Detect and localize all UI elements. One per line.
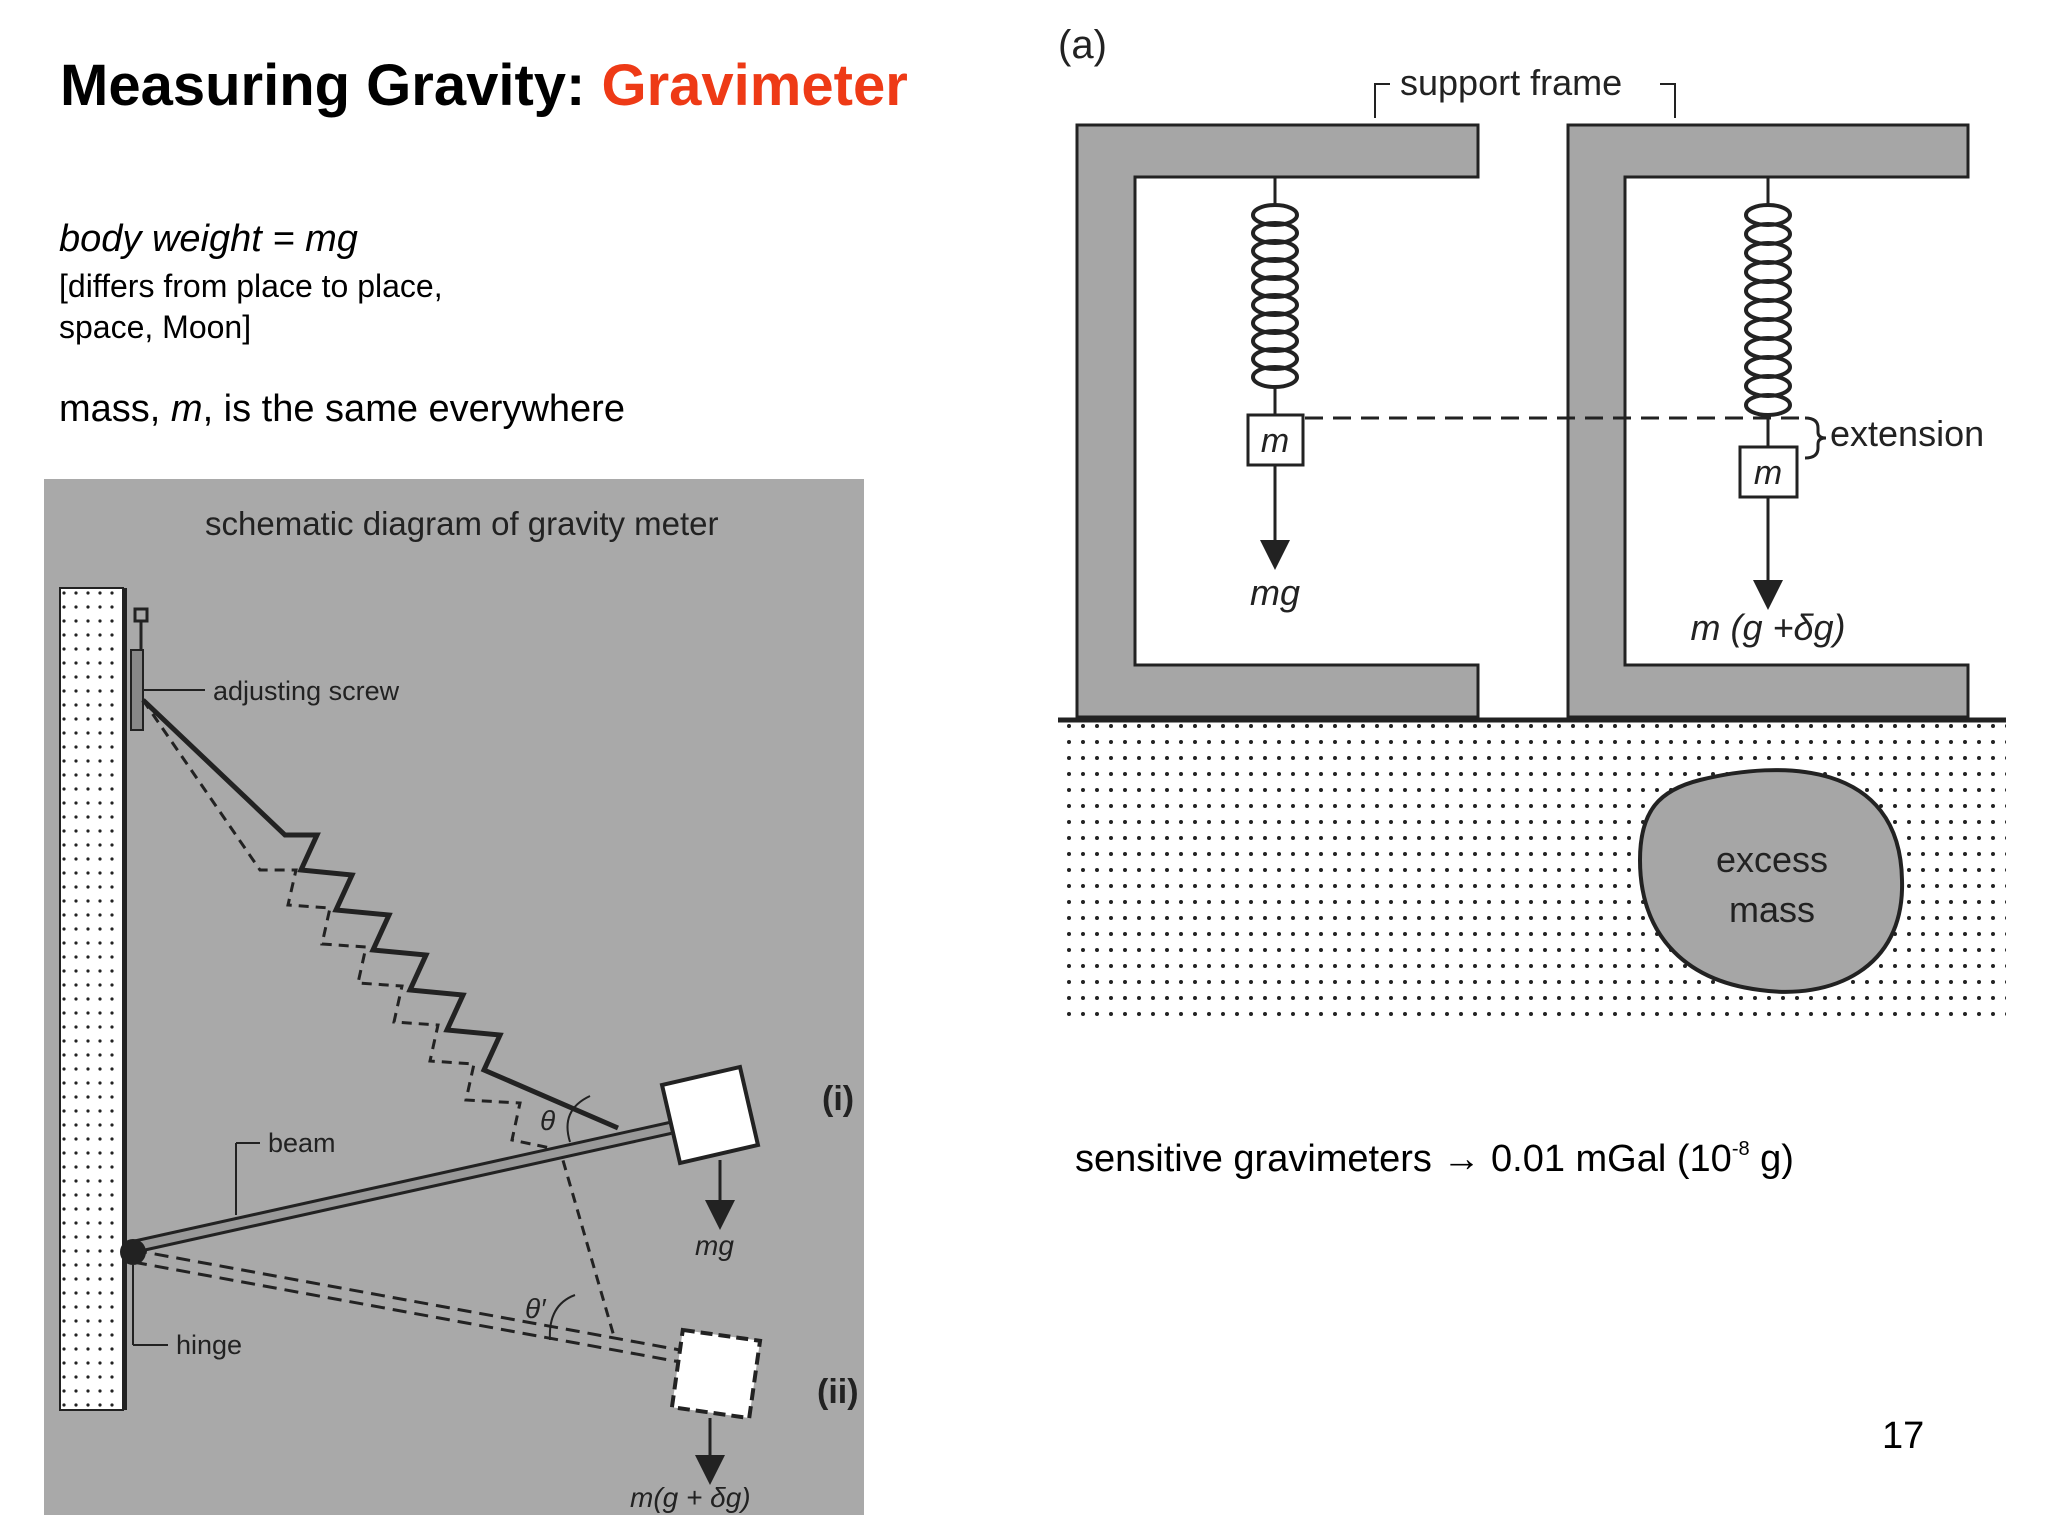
excess-mass-line-2: mass [1729,889,1815,930]
left-mass-block [1246,413,1305,467]
position-ii-label: (ii) [817,1373,859,1411]
slide-title: Measuring Gravity: Gravimeter [60,52,908,119]
mass-statement: mass, m, is the same everywhere [59,388,625,431]
wall [59,587,124,1411]
left-mass-label: m [1261,422,1289,460]
page-number: 17 [1882,1415,1925,1457]
excess-mass-body [1637,768,1905,994]
mass-block-ii [669,1327,763,1421]
position-i-label: (i) [822,1080,854,1118]
adjusting-screw-label: adjusting screw [213,676,400,706]
mass-suffix: , is the same everywhere [202,388,625,430]
adjusting-screw [130,607,205,731]
spring-position-ii [141,699,617,1341]
force-label-ii: m(g + δg) [630,1482,751,1513]
body-weight-formula: body weight = mg [59,218,358,260]
title-accent: Gravimeter [601,53,908,118]
beam-position-ii-upper [132,1248,681,1352]
theta-prime-arc [548,1294,576,1341]
theta-label: θ [540,1105,555,1136]
weight-note: [differs from place to place, space, Moo… [59,266,579,348]
extension-brace [1804,416,1827,460]
theta-arc [566,1095,591,1143]
beam-label: beam [268,1128,336,1158]
mass-variable: m [170,388,203,430]
force-label-i: mg [695,1230,734,1261]
support-frame-leader-left [1374,83,1390,118]
mass-prefix: mass, [59,388,171,430]
beam-position-i [131,1121,672,1254]
sensitivity-note: sensitive gravimeters → 0.01 mGal (10-8 … [1075,1138,1794,1181]
weight-note-line-2: space, Moon] [59,309,252,345]
schematic-caption: schematic diagram of gravity meter [205,505,719,542]
weight-note-line-1: [differs from place to place, [59,268,443,304]
support-frame-label: support frame [1400,62,1622,103]
panel-label-a: (a) [1058,23,1107,67]
sensitivity-tail: g) [1749,1138,1794,1180]
right-force-label: m (g +δg) [1690,607,1845,648]
excess-mass-line-1: excess [1716,839,1828,880]
left-force-label: mg [1250,572,1300,613]
left-support-frame [1075,123,1480,719]
hinge [120,1239,146,1265]
extension-label: extension [1830,413,1984,454]
beam-position-ii-lower [132,1260,681,1364]
sensitivity-text: sensitive gravimeters → 0.01 mGal (10 [1075,1138,1732,1180]
hinge-label: hinge [176,1330,242,1360]
right-support-frame [1566,123,1970,719]
mass-block-i [659,1064,761,1166]
gravity-meter-schematic: schematic diagram of gravity meter adjus… [44,479,864,1515]
right-spring [1744,203,1792,417]
spring-balance-diagram: (a) support frame excess mass [1058,23,2006,1020]
theta-prime-label: θ′ [525,1293,547,1324]
support-frame-leader-right [1660,83,1676,118]
left-spring [1251,203,1299,389]
spring-position-i [141,698,619,1131]
sensitivity-exponent: -8 [1731,1138,1750,1160]
right-mass-label: m [1754,454,1782,492]
title-prefix: Measuring Gravity: [60,53,602,118]
